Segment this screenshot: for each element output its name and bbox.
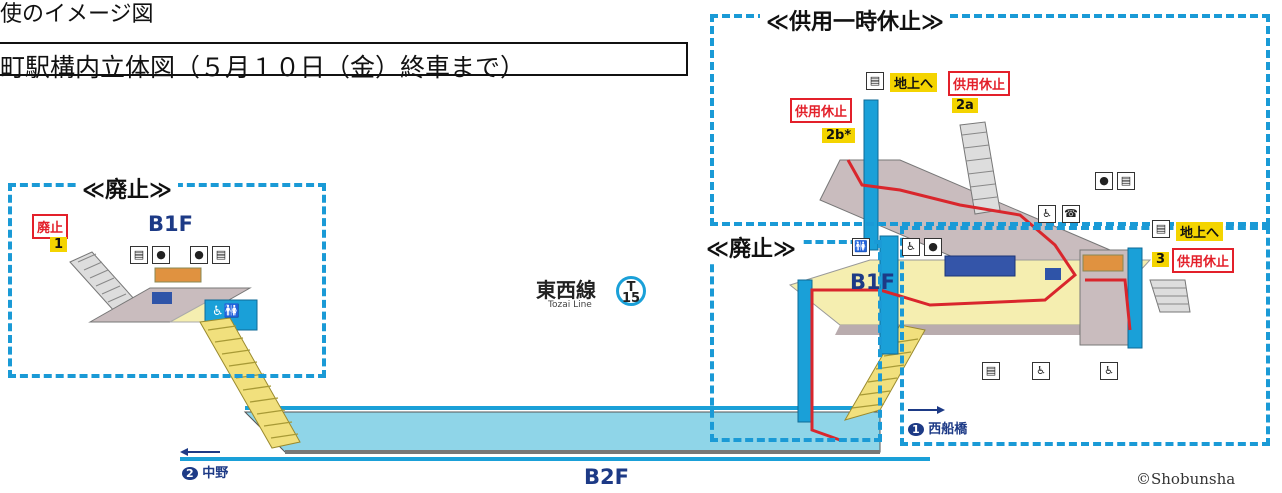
page-title: 使のイメージ図 xyxy=(0,2,154,27)
direction-nakano: 2 中野 xyxy=(182,462,228,481)
exit-1-tag: 1 xyxy=(50,237,68,252)
page-subtitle: 町駅構内立体図（５月１０日（金）終車まで） xyxy=(0,42,688,82)
toilet-icon: ♿🚻 xyxy=(212,304,240,319)
direction-nishifunabashi: 1 西船橋 xyxy=(908,418,967,437)
fare-adjust-icon: ▤ xyxy=(1117,172,1135,190)
exit-2b-tag: 2b* xyxy=(822,128,856,143)
b2f-platform xyxy=(180,406,930,461)
line-name-en: Tozai Line xyxy=(548,300,592,310)
left-exit-stairs xyxy=(69,251,136,313)
b2-floor-label: B2F xyxy=(584,465,629,489)
right-suspended-zone xyxy=(710,14,1270,226)
exit-3-tag: 3 xyxy=(1152,252,1170,267)
line-code-badge: T 15 xyxy=(616,276,646,306)
elevator-icon: ▤ xyxy=(1152,220,1170,238)
direction-nishifunabashi-num: 1 xyxy=(908,423,924,436)
to-ground-tag-right: 地上へ xyxy=(1176,222,1224,241)
exit-2b-suspended-tag: 供用休止 xyxy=(790,98,853,123)
direction-nakano-label: 中野 xyxy=(202,466,229,481)
line-code-number: 15 xyxy=(621,291,641,306)
direction-nakano-num: 2 xyxy=(182,467,198,480)
to-ground-tag-top: 地上へ xyxy=(890,73,938,92)
phone-icon: ☎ xyxy=(1062,205,1080,223)
copyright: ©Shobunsha xyxy=(1136,470,1236,488)
line-code-letter: T xyxy=(626,280,636,295)
right-floor-label: B1F xyxy=(850,270,895,294)
middle-closed-zone-label: ≪廃止≫ xyxy=(700,231,803,263)
wheelchair-icon: ♿ xyxy=(1038,205,1056,223)
station-office-icon: ● xyxy=(190,246,208,264)
exit-3-suspended-tag: 供用休止 xyxy=(1172,248,1235,273)
station-staff-icon: ● xyxy=(152,246,170,264)
wheelchair-icon: ♿ xyxy=(1032,362,1050,380)
accessible-route-branch xyxy=(1085,278,1132,331)
fare-adjust-icon: ▤ xyxy=(212,246,230,264)
left-closed-zone-label: ≪廃止≫ xyxy=(76,172,179,204)
left-b2f-stairs xyxy=(199,317,301,449)
wheelchair-icon: ♿ xyxy=(902,238,920,256)
right-b1f-zone xyxy=(900,226,1270,446)
elevator-icon: ▤ xyxy=(866,72,884,90)
direction-arrows xyxy=(180,406,945,456)
toilet-icon: 🚻 xyxy=(852,238,870,256)
left-floor-label: B1F xyxy=(148,212,193,236)
line-name: 東西線 xyxy=(536,278,596,302)
exit-2a-tag: 2a xyxy=(952,98,978,113)
direction-nishifunabashi-label: 西船橋 xyxy=(928,422,968,437)
right-suspended-zone-label: ≪供用一時休止≫ xyxy=(760,4,951,36)
ticket-machine-icon: ▤ xyxy=(130,246,148,264)
accessible-route-line xyxy=(810,159,1077,442)
wheelchair-icon: ♿ xyxy=(1100,362,1118,380)
station-staff-icon: ● xyxy=(924,238,942,256)
station-staff-icon: ● xyxy=(1095,172,1113,190)
exit-1-closed-tag: 廃止 xyxy=(32,214,69,239)
ticket-machine-icon: ▤ xyxy=(982,362,1000,380)
exit-2a-suspended-tag: 供用休止 xyxy=(948,71,1011,96)
